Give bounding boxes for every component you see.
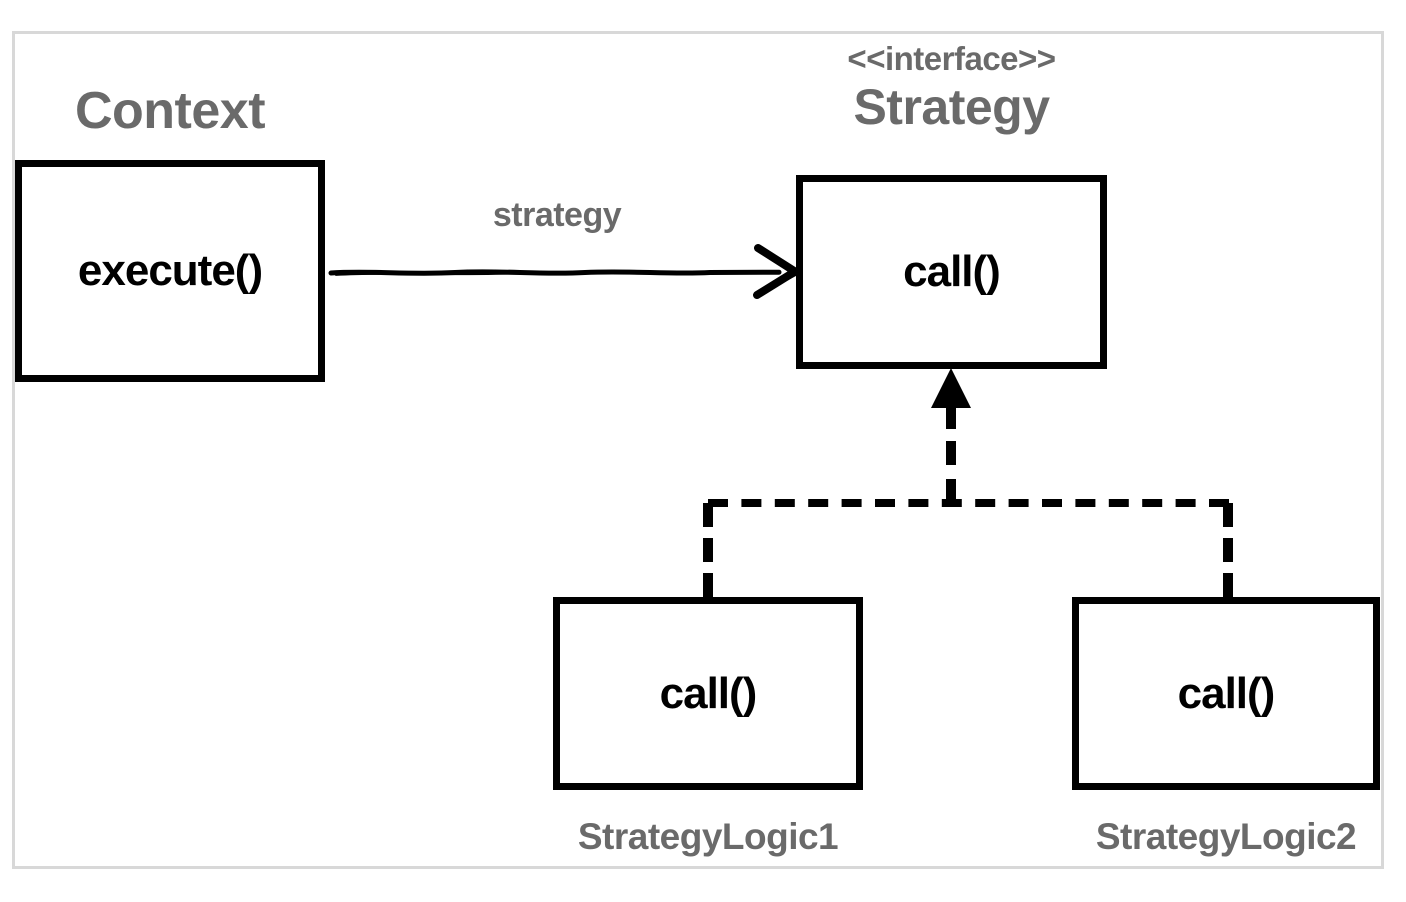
context-class-box: execute() xyxy=(15,160,325,382)
strategylogic2-method-text: call() xyxy=(1177,668,1276,718)
strategylogic1-method-text: call() xyxy=(659,668,758,718)
strategy-name-label: Strategy xyxy=(853,79,1050,135)
strategylogic1-class-title: StrategyLogic1 xyxy=(577,816,839,857)
interface-stereotype-label: <<interface>> xyxy=(847,40,1056,77)
association-edge-label: strategy xyxy=(492,196,622,234)
strategylogic2-class-title: StrategyLogic2 xyxy=(1095,816,1357,857)
context-method-text: execute() xyxy=(77,246,263,295)
strategylogic2-class-box: call() xyxy=(1072,597,1380,790)
strategy-interface-title: <<interface>> Strategy xyxy=(796,40,1107,134)
context-class-title: Context xyxy=(74,82,266,140)
strategy-interface-box: call() xyxy=(796,175,1107,369)
strategylogic1-class-box: call() xyxy=(553,597,863,790)
strategy-method-text: call() xyxy=(903,247,1001,296)
